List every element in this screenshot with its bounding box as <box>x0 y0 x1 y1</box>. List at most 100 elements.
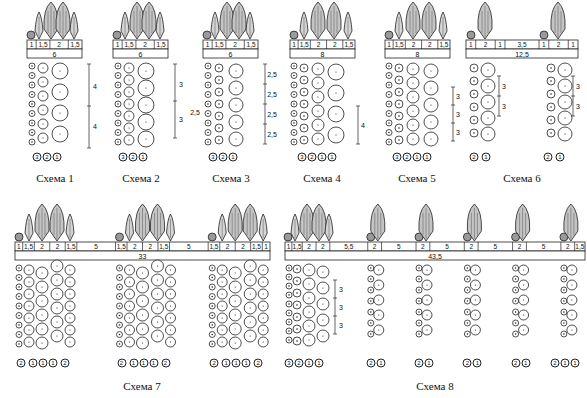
plant-circle <box>166 325 176 335</box>
plant-circle <box>416 320 422 326</box>
tree-symbol <box>422 2 436 39</box>
plant-circle <box>567 295 577 305</box>
plant-circle <box>470 129 478 137</box>
plant-circle <box>209 303 215 309</box>
plant-circle <box>386 111 392 117</box>
plant-dot <box>418 322 420 324</box>
bar-divider <box>393 40 394 49</box>
plant-dot <box>157 279 158 280</box>
tree-texture <box>232 208 238 239</box>
conifer-texture <box>329 219 330 238</box>
bar-divider <box>34 242 35 251</box>
plant-dot <box>288 303 290 305</box>
circled-number: 2 <box>308 153 317 162</box>
plant-dot <box>31 75 33 77</box>
width-bar <box>15 242 270 251</box>
dimension-tick <box>87 64 91 65</box>
plant-dot <box>42 95 43 96</box>
plant-dot <box>170 293 171 294</box>
plant-dot <box>370 278 372 280</box>
plant-dot <box>523 299 524 300</box>
plant-circle <box>547 64 555 72</box>
plant-circle <box>374 280 384 290</box>
plant-circle <box>16 284 22 290</box>
bar-number: 2 <box>57 41 61 48</box>
plant-circle <box>424 115 438 129</box>
conifer-texture <box>215 17 216 36</box>
bar-divider <box>157 242 158 251</box>
shrub-symbol <box>15 233 23 241</box>
total-width: 6 <box>53 50 57 57</box>
plant-circle <box>407 105 419 117</box>
bar-number: 2 <box>333 41 337 48</box>
plant-circle <box>424 132 438 146</box>
plant-dot <box>170 341 171 342</box>
plant-dot <box>317 82 318 83</box>
plant-circle <box>229 337 241 349</box>
plant-dot <box>157 321 158 322</box>
plant-circle <box>29 101 35 107</box>
tree-texture <box>555 6 561 37</box>
plant-dot <box>467 322 469 324</box>
plant-dot <box>296 316 298 318</box>
bar-divider <box>539 40 540 49</box>
circled-number: 2 <box>551 359 560 368</box>
plant-circle <box>209 294 215 300</box>
plant-dot <box>218 139 220 141</box>
plant-circle <box>470 103 478 111</box>
plant-dot <box>263 281 264 282</box>
plant-dot <box>31 103 33 105</box>
scheme-caption: Схема 1 <box>36 173 73 184</box>
tree-texture <box>375 208 381 239</box>
plant-circle <box>368 265 374 271</box>
plant-circle <box>217 265 227 275</box>
plant-dot <box>235 70 236 71</box>
plant-circle <box>416 309 422 315</box>
plant-circle <box>29 120 35 126</box>
plant-circle <box>16 322 22 328</box>
plant-circle <box>386 92 392 98</box>
bar-number: 5 <box>187 243 191 250</box>
plant-circle <box>464 309 470 315</box>
plant-circle <box>115 101 121 107</box>
plant-dot <box>235 314 236 315</box>
plant-circle <box>209 265 215 271</box>
tree-texture <box>134 6 140 37</box>
plant-circle <box>117 265 123 271</box>
plant-circle <box>317 266 329 278</box>
plant-dot <box>41 286 42 287</box>
plant-dot <box>563 322 565 324</box>
bar-divider <box>381 242 382 251</box>
circled-number: 2 <box>470 153 479 162</box>
circled-number: 1 <box>376 359 385 368</box>
plant-dot <box>117 141 119 143</box>
plant-circle <box>513 287 519 293</box>
plant-dot <box>250 265 251 266</box>
plant-dot <box>142 328 143 329</box>
plant-dot <box>250 279 251 280</box>
tree-symbol <box>515 204 529 241</box>
bar-divider <box>310 40 311 49</box>
plant-circle <box>312 119 324 131</box>
plant-circle <box>547 129 555 137</box>
plant-dot <box>59 91 60 92</box>
bar-number: 2 <box>518 243 522 250</box>
plant-circle <box>293 313 301 321</box>
plant-dot <box>157 307 158 308</box>
dimension: 4 <box>92 123 98 130</box>
plant-circle <box>547 77 555 85</box>
total-bar <box>285 251 585 260</box>
plant-circle <box>328 64 344 80</box>
bar-number: 1,5 <box>24 243 33 250</box>
bar-number: 1 <box>264 243 268 250</box>
dimension-tick <box>451 87 455 88</box>
conifer-texture <box>304 17 305 36</box>
plant-circle <box>558 63 572 77</box>
bar-divider <box>504 40 505 49</box>
plant-circle <box>51 316 63 328</box>
conifer-symbol <box>300 12 308 39</box>
plant-circle <box>52 105 68 121</box>
plant-circle <box>567 280 577 290</box>
plant-dot <box>523 314 524 315</box>
plant-circle <box>519 280 529 290</box>
